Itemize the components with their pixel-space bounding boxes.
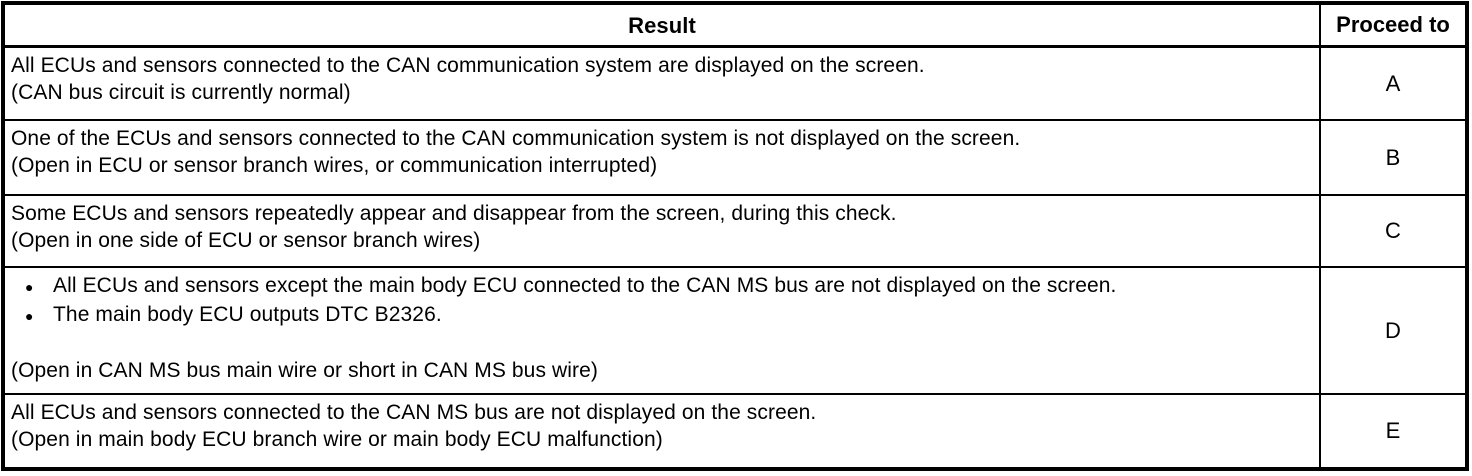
column-header-proceed: Proceed to [1336,12,1450,37]
bullet-icon: ● [25,308,34,324]
result-cause-text: (Open in ECU or sensor branch wires, or … [11,154,658,177]
column-header-result: Result [5,5,1321,45]
result-text: One of the ECUs and sensors connected to… [11,127,1021,150]
table-header-row: Result Proceed to [5,5,1465,45]
result-text: All ECUs and sensors connected to the CA… [11,54,925,77]
table-row-d: ● All ECUs and sensors except the main b… [5,266,1465,393]
table-row-a: All ECUs and sensors connected to the CA… [5,45,1465,119]
spacer-line [11,330,1311,357]
result-text: All ECUs and sensors connected to the CA… [11,401,817,424]
bullet-icon: ● [25,279,34,295]
proceed-letter: E [1385,418,1401,443]
result-text: The main body ECU outputs DTC B2326. [53,303,442,326]
result-cause-text: (CAN bus circuit is currently normal) [11,81,351,104]
result-cell: Some ECUs and sensors repeatedly appear … [5,196,1321,266]
proceed-letter: D [1385,317,1401,343]
result-bullet-item: ● All ECUs and sensors except the main b… [11,272,1311,301]
result-text: Some ECUs and sensors repeatedly appear … [11,202,897,225]
table-row-b: One of the ECUs and sensors connected to… [5,119,1465,194]
result-cause-text: (Open in main body ECU branch wire or ma… [11,428,663,451]
table-row-c: Some ECUs and sensors repeatedly appear … [5,194,1465,266]
result-cause-text: (Open in one side of ECU or sensor branc… [11,229,481,252]
proceed-letter: B [1385,144,1401,170]
result-cell: ● All ECUs and sensors except the main b… [5,268,1321,393]
proceed-letter: A [1385,70,1401,96]
result-cause-text: (Open in CAN MS bus main wire or short i… [11,359,598,382]
result-bullet-item: ● The main body ECU outputs DTC B2326. [11,301,1311,330]
result-text: All ECUs and sensors except the main bod… [53,274,1117,297]
table-row-e: All ECUs and sensors connected to the CA… [5,393,1465,467]
result-cell: One of the ECUs and sensors connected to… [5,121,1321,194]
result-cell: All ECUs and sensors connected to the CA… [5,48,1321,119]
result-cell: All ECUs and sensors connected to the CA… [5,395,1321,467]
proceed-letter: C [1385,218,1401,243]
